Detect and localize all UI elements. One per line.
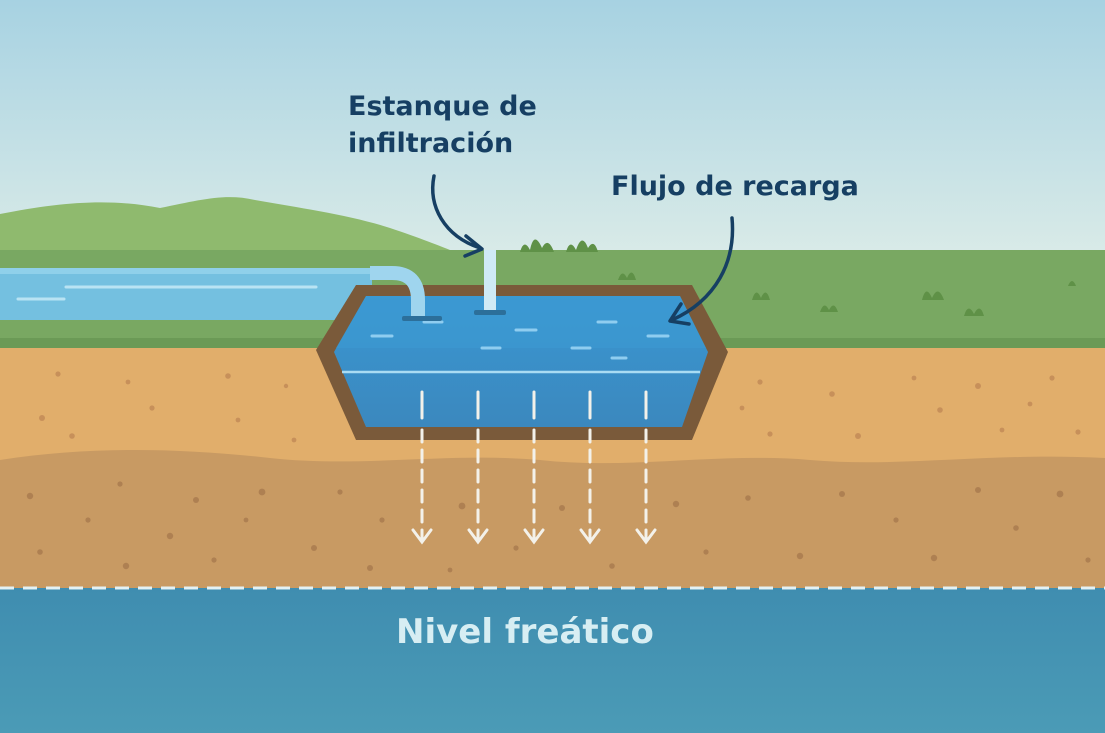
deep-soil-pebbles (26, 481, 1091, 573)
grass-tuft-icon (520, 239, 1076, 316)
down-arrow-icon (467, 390, 489, 545)
recharge-arrows (411, 390, 657, 545)
down-arrow-icon (411, 390, 433, 545)
infiltration-pond-label-line1: Estanque de (348, 91, 537, 122)
pond-ripples (370, 320, 670, 360)
water-table-label: Nivel freático (396, 612, 654, 652)
down-arrow-icon (635, 390, 657, 545)
lower-soil (0, 450, 1105, 592)
stream (0, 268, 372, 320)
soil-pebbles (39, 371, 1081, 443)
infiltration-pond-label: Estanque de infiltración (348, 88, 588, 162)
infiltration-pond-label-line2: infiltración (348, 128, 514, 159)
recharge-flow-label: Flujo de recarga (611, 171, 859, 202)
curved-arrow-icon (668, 216, 735, 326)
hills (0, 197, 455, 252)
down-arrow-icon (579, 390, 601, 545)
inlet-pipe-icon (370, 250, 506, 321)
curved-arrow-icon (431, 174, 484, 258)
water-table (0, 588, 1105, 733)
down-arrow-icon (523, 390, 545, 545)
pond-surface (336, 296, 706, 348)
